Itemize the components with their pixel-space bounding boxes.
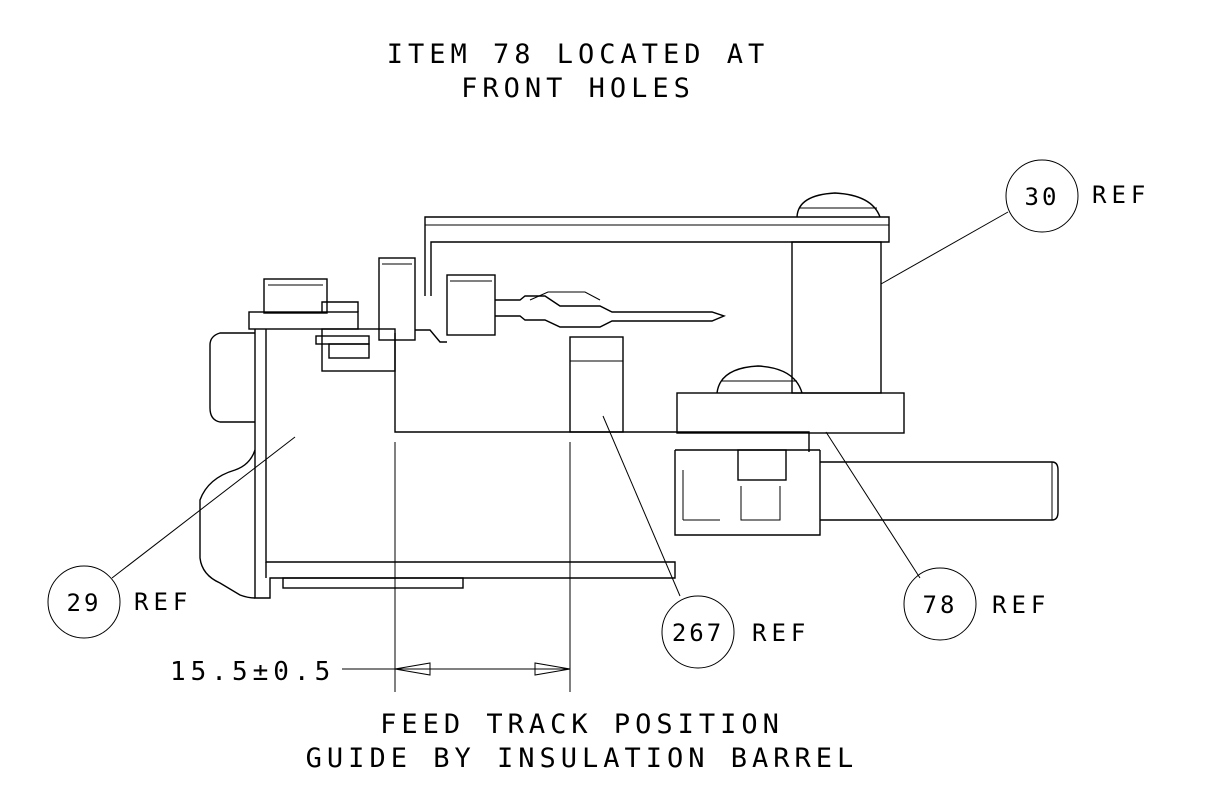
callout-267 <box>602 415 735 669</box>
callout-30 <box>880 159 1079 285</box>
dimension-value: 15.5±0.5 <box>170 657 335 687</box>
callout-29-number: 29 <box>67 589 102 617</box>
callout-78-number: 78 <box>923 591 958 619</box>
callout-267-number: 267 <box>672 619 724 647</box>
assembly-outline <box>199 192 1059 599</box>
callout-267-ref: REF <box>752 619 810 647</box>
callout-29-ref: REF <box>134 588 192 616</box>
callout-30-ref: REF <box>1092 181 1150 209</box>
bottom-note-line2: GUIDE BY INSULATION BARREL <box>306 743 859 774</box>
callout-78 <box>825 431 977 641</box>
callout-29 <box>47 436 296 639</box>
bottom-note-line1: FEED TRACK POSITION <box>380 709 784 740</box>
top-note-line1: ITEM 78 LOCATED AT <box>387 39 770 70</box>
callout-78-ref: REF <box>992 591 1050 619</box>
callout-30-number: 30 <box>1025 183 1060 211</box>
top-note-line2: FRONT HOLES <box>461 73 695 104</box>
dimension-feed-track <box>342 442 571 692</box>
